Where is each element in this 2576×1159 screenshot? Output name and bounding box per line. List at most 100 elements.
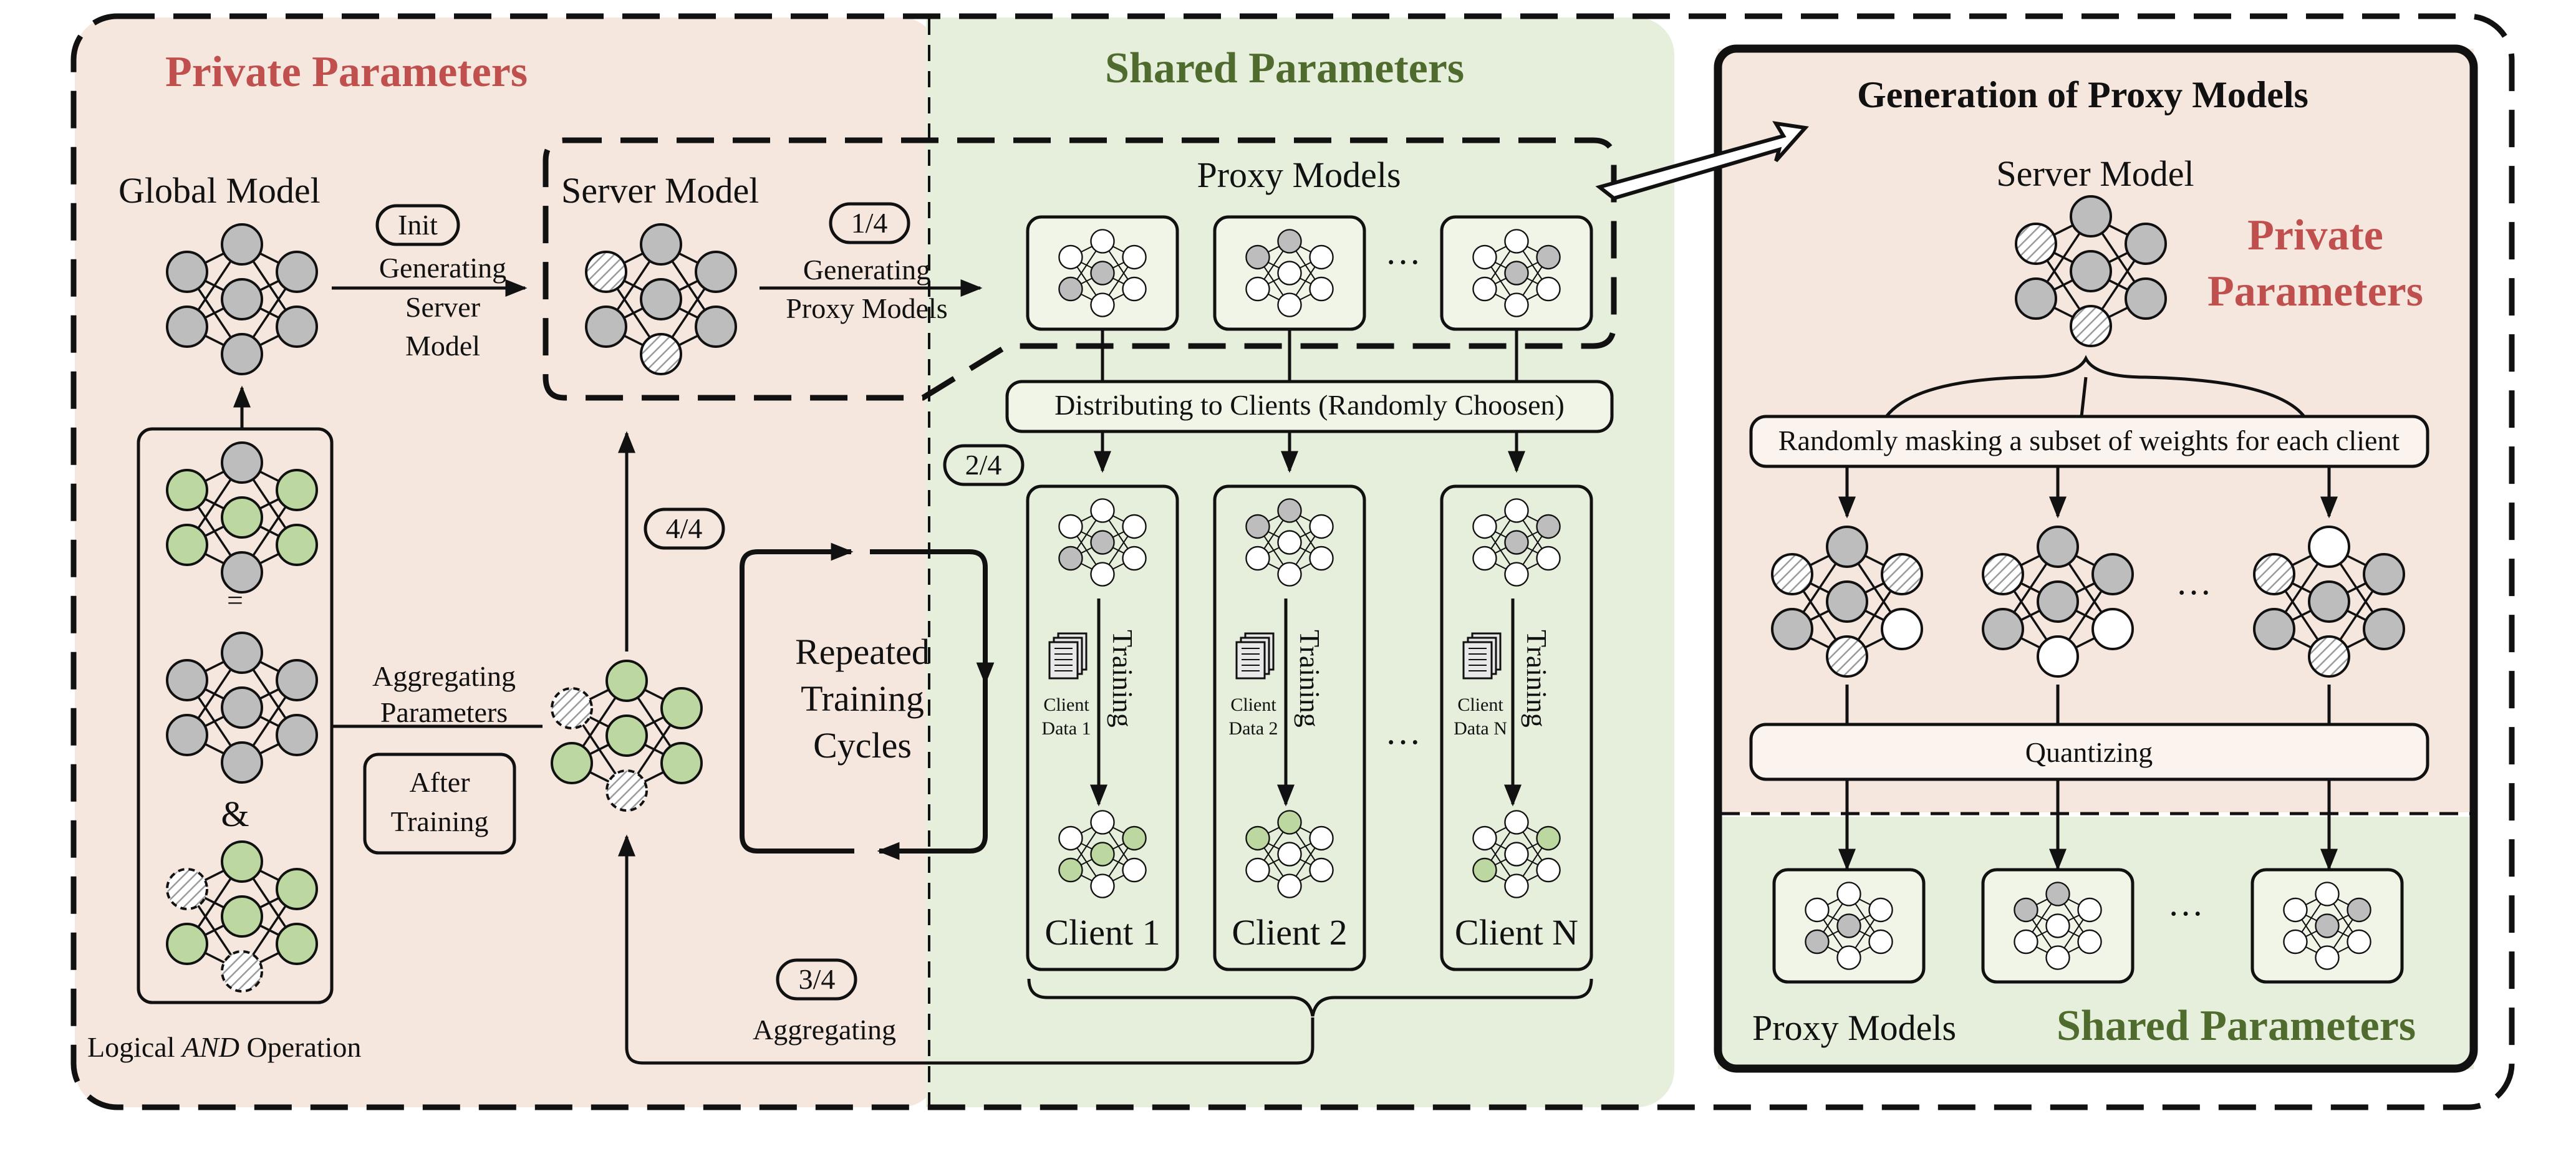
step-4-label: 4/4 — [666, 512, 703, 544]
cycle-right-bracket — [870, 549, 988, 860]
neural-networks — [166, 195, 2405, 993]
outer-dashed-frame — [70, 13, 2515, 1110]
right-private-line1: Private — [2247, 211, 2383, 259]
masking-box — [1749, 415, 2429, 468]
training-label-1: Training — [1107, 630, 1139, 728]
step-3-label: 3/4 — [799, 963, 836, 995]
server-model-network — [585, 223, 737, 375]
training-label-n: Training — [1521, 630, 1553, 728]
agg-params-line1: Aggregating — [372, 660, 516, 692]
generating-proxy-line2: Proxy Models — [786, 292, 947, 324]
generating-server-line2: Server — [405, 291, 480, 323]
masked-network-1 — [1771, 526, 1923, 678]
client-n-name: Client N — [1455, 912, 1578, 953]
shared-parameters-heading: Shared Parameters — [1105, 44, 1464, 92]
proxy-network-2 — [1245, 229, 1334, 317]
logical-and-caption: Logical AND Operation — [87, 1031, 361, 1063]
and-network-masked — [166, 840, 318, 993]
proxy-network-n — [1472, 229, 1561, 317]
document-icon — [1048, 632, 1088, 680]
hollow-arrow-to-generation — [1595, 121, 1809, 201]
client-2-name: Client 2 — [1232, 912, 1347, 953]
repeated-line1: Repeated — [795, 632, 930, 672]
client-n: Training Client Data N Client N — [1440, 484, 1593, 971]
after-training-box — [363, 753, 516, 855]
client-n-after-network — [1472, 810, 1561, 898]
logical-prefix: Logical — [87, 1031, 182, 1063]
client-2-data-line1: Client — [1230, 695, 1276, 715]
right-proxy-network-1 — [1805, 882, 1893, 970]
logical-and-italic: AND — [180, 1031, 239, 1063]
training-label-2: Training — [1294, 630, 1326, 728]
right-shared-label: Shared Parameters — [2057, 1002, 2416, 1050]
client-2-after-network — [1245, 810, 1334, 898]
after-training-line1: After — [409, 766, 470, 798]
ampersand: & — [221, 794, 249, 834]
proxy-ellipsis: ··· — [1385, 242, 1421, 282]
client-1-data-line2: Data 1 — [1041, 718, 1091, 739]
generating-proxy-line1: Generating — [803, 254, 930, 286]
init-badge-label: Init — [398, 209, 438, 241]
aggregating-label: Aggregating — [753, 1014, 896, 1046]
proxy-network-1 — [1058, 229, 1147, 317]
and-network-gray — [166, 632, 318, 784]
global-model-label: Global Model — [118, 170, 321, 211]
init-badge — [375, 204, 460, 246]
private-parameters-heading: Private Parameters — [165, 48, 528, 96]
server-proxy-dashed-box — [543, 137, 1617, 401]
step-3-badge — [776, 958, 857, 1001]
client-2-before-network — [1245, 498, 1334, 587]
generation-title: Generation of Proxy Models — [1857, 74, 2308, 115]
right-proxy-network-n — [2283, 882, 2371, 970]
right-server-model-label: Server Model — [1996, 153, 2194, 194]
generating-server-line1: Generating — [379, 252, 506, 284]
quantizing-box — [1749, 723, 2429, 781]
client-ellipsis: ··· — [1385, 722, 1421, 762]
client-1-after-network — [1058, 810, 1147, 898]
repeated-line3: Cycles — [813, 725, 912, 766]
client-n-data-line2: Data N — [1454, 718, 1507, 739]
generating-server-line3: Model — [405, 330, 480, 362]
clients-brace — [1027, 978, 1593, 1017]
distributing-box — [1005, 380, 1614, 433]
step-1-badge — [829, 202, 910, 244]
and-network-green — [166, 441, 318, 594]
repeated-line2: Training — [801, 678, 924, 719]
masked-network-2 — [1982, 526, 2134, 678]
step-2-badge — [943, 444, 1025, 486]
quantizing-label: Quantizing — [2025, 736, 2153, 768]
right-proxy-models-label: Proxy Models — [1752, 1008, 1956, 1048]
right-proxy-network-2 — [2014, 882, 2102, 970]
document-icon — [1235, 632, 1275, 680]
aggregate-return-path — [618, 834, 1315, 1065]
client-1: Training Client Data 1 Client 1 — [1026, 484, 1179, 971]
masked-network-n — [2253, 526, 2405, 678]
right-server-model-network — [2015, 195, 2167, 347]
server-model-label: Server Model — [561, 170, 759, 211]
distributing-label: Distributing to Clients (Randomly Choose… — [1054, 389, 1565, 421]
masking-label: Randomly masking a subset of weights for… — [1778, 425, 2400, 456]
client-n-data-line1: Client — [1457, 695, 1503, 715]
cycle-left-bracket — [740, 542, 854, 854]
masking-brace — [1885, 355, 2305, 418]
right-private-line2: Parameters — [2207, 267, 2423, 315]
document-icon — [1462, 632, 1502, 680]
masked-ellipsis: ··· — [2176, 572, 2212, 613]
client-1-name: Client 1 — [1044, 912, 1160, 953]
client-2-data-line2: Data 2 — [1228, 718, 1278, 739]
client-2: Training Client Data 2 Client 2 — [1213, 484, 1366, 971]
global-model-network — [166, 223, 318, 375]
step-4-badge — [644, 507, 725, 550]
right-proxy-ellipsis: ··· — [2168, 893, 2204, 934]
step-1-label: 1/4 — [851, 207, 888, 239]
logical-suffix: Operation — [239, 1031, 361, 1063]
after-training-line2: Training — [391, 806, 489, 837]
client-1-data-line1: Client — [1043, 695, 1089, 715]
proxy-models-label: Proxy Models — [1197, 155, 1401, 195]
agg-params-line2: Parameters — [380, 696, 508, 728]
aggregated-network — [551, 660, 703, 812]
logical-and-box — [137, 427, 334, 1004]
client-1-before-network — [1058, 498, 1147, 587]
step-2-label: 2/4 — [965, 449, 1002, 481]
